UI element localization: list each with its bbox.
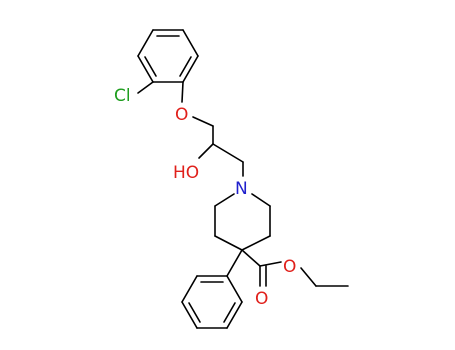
hydroxyl-label: HO [173, 163, 199, 183]
ether-oxygen-label: O [175, 105, 188, 125]
ester-group [241, 249, 349, 287]
nitrogen-label: N [235, 179, 248, 199]
chlorine-label: Cl [114, 86, 131, 106]
piperidine-ring [214, 193, 271, 251]
ester-oxygen-label: O [283, 257, 296, 277]
chlorophenyl-ring [137, 29, 199, 83]
bond-choh-oh [198, 143, 214, 159]
bond-ring-o [181, 81, 184, 103]
ester-carbonyl-oxygen-label: O [255, 289, 268, 309]
bond-ring-cl [137, 81, 154, 94]
bond-o-ch2 [192, 116, 214, 127]
phenyl-ring [181, 249, 243, 329]
bond-choh-ch2 [212, 143, 244, 163]
